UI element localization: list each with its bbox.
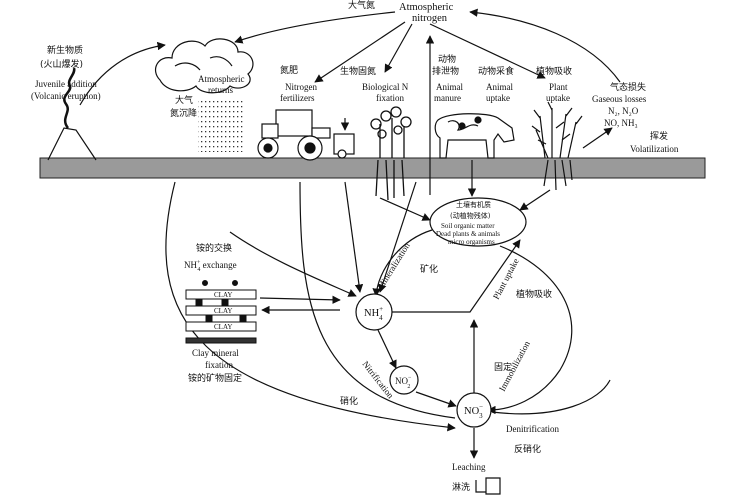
atmosphere-en2: nitrogen [412, 13, 448, 24]
soil-surface-band [39, 157, 706, 179]
flow-arrows-top [79, 8, 621, 195]
no3-label: NO−3 [464, 403, 483, 420]
soil-om-en3: micro organisms [448, 238, 495, 246]
juvenile-cn1: 新生物质 [47, 44, 83, 56]
bio-fixation-en1: Biological N [362, 82, 409, 92]
volatilization-en: Volatilization [630, 144, 679, 154]
manure-en1: Animal [436, 82, 463, 92]
nh4-node [355, 293, 393, 331]
immobilization-cn: 固定 [494, 361, 512, 373]
mineralization-en: Mineralization [375, 240, 412, 291]
nitrification-cn: 硝化 [340, 395, 358, 407]
volcano-icon [47, 67, 97, 161]
returns-cn2: 氮沉降 [170, 107, 197, 119]
mineralization-cn: 矿化 [420, 263, 438, 275]
leaching-pipe-icon [475, 477, 501, 495]
returns-en1: Atmospheric [198, 74, 245, 84]
fertilizers-en2: fertilizers [280, 93, 315, 103]
fertilizers-en1: Nitrogen [285, 82, 317, 92]
plant-uptake-top-en2: uptake [546, 93, 570, 103]
gaseous-g2: NO, NH₃ [604, 118, 638, 128]
clay-label-3: CLAY [214, 323, 232, 331]
manure-cn2: 排泄物 [432, 65, 459, 77]
exchange-cn: 铵的交换 [196, 242, 232, 254]
plant-uptake-top-en1: Plant [549, 82, 568, 92]
manure-cn1: 动物 [438, 53, 456, 65]
fertilizers-cn: 氮肥 [280, 64, 298, 76]
clay-fixation-cn: 铵的矿物固定 [188, 372, 242, 384]
nh4-label: NH+4 [364, 305, 383, 322]
volatilization-cn: 挥发 [650, 130, 668, 142]
soil-om-en2: Dead plants & animals [436, 230, 500, 238]
returns-en2: returns [208, 85, 233, 95]
bio-fixation-en2: fixation [376, 93, 404, 103]
cycle-arrows [165, 160, 611, 459]
animal-uptake-en1: Animal [486, 82, 513, 92]
manure-en2: manure [434, 93, 461, 103]
gaseous-cn: 气态损失 [610, 81, 646, 93]
clay-fixation-en1: Clay mineral [192, 348, 239, 358]
plant-uptake-top-cn: 植物吸收 [536, 65, 572, 77]
clay-layers-icon [185, 280, 257, 344]
cloud-icon [155, 38, 254, 94]
soil-om-cn1: 土壤有机质 [456, 200, 491, 209]
clay-label-2: CLAY [214, 307, 232, 315]
denitrification-en: Denitrification [506, 424, 559, 434]
bio-fixation-cn: 生物固氮 [340, 65, 376, 77]
gaseous-g1: N₂, N₂O [608, 106, 639, 116]
plant-uptake-cycle-cn: 植物吸收 [516, 288, 552, 300]
rain-dots-icon [198, 98, 244, 152]
denitrification-cn: 反硝化 [514, 443, 541, 455]
soil-om-en1: Soil organic matter [441, 222, 495, 230]
tractor-icon [257, 109, 355, 161]
gaseous-en: Gaseous losses [592, 94, 647, 104]
animal-uptake-en2: uptake [486, 93, 510, 103]
exchange-en: NH+4 exchange [184, 260, 237, 273]
legume-plants-icon [370, 106, 412, 201]
clay-fixation-en2: fixation [205, 360, 233, 370]
returns-cn1: 大气 [175, 94, 193, 106]
juvenile-cn2: (火山爆发) [40, 58, 83, 70]
leaching-en: Leaching [452, 462, 486, 472]
clay-label-1: CLAY [214, 291, 232, 299]
crop-plants-icon [531, 101, 583, 191]
cow-icon [434, 113, 515, 159]
leaching-cn: 淋洗 [452, 481, 470, 493]
no2-node [389, 365, 419, 395]
animal-uptake-cn: 动物采食 [478, 65, 514, 77]
juvenile-en2: (Volcanic eruption) [31, 91, 101, 101]
soil-om-cn2: (动植物残体) [450, 211, 491, 220]
no3-node [456, 392, 492, 428]
soil-organic-matter-node [429, 197, 527, 247]
atmosphere-en1: Atmospheric [399, 2, 454, 13]
no2-label: NO−2 [395, 375, 412, 390]
juvenile-en1: Juvenile addition [35, 79, 97, 89]
atmosphere-cn: 大气氮 [348, 0, 375, 11]
